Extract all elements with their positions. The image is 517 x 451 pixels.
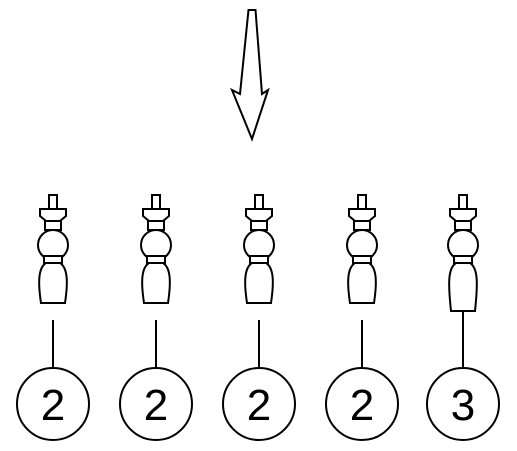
callout-circle bbox=[325, 367, 399, 441]
down-arrow-icon bbox=[230, 9, 270, 142]
turned-leg-icon bbox=[37, 194, 69, 304]
turned-leg-icon bbox=[447, 194, 479, 312]
part-quantity-label: 2 bbox=[41, 381, 65, 430]
callout-circle bbox=[16, 367, 90, 441]
part-quantity-label: 3 bbox=[451, 381, 475, 430]
part-3: 2 bbox=[222, 194, 296, 441]
callout-circle bbox=[426, 367, 500, 441]
part-1: 2 bbox=[16, 194, 90, 441]
turned-leg-icon bbox=[140, 194, 172, 304]
part-quantity-label: 2 bbox=[247, 381, 271, 430]
part-4: 2 bbox=[325, 194, 399, 441]
part-5: 3 bbox=[426, 194, 500, 441]
turned-leg-icon bbox=[243, 194, 275, 304]
callout-circle bbox=[222, 367, 296, 441]
part-quantity-label: 2 bbox=[144, 381, 168, 430]
part-quantity-label: 2 bbox=[350, 381, 374, 430]
callout-circle bbox=[119, 367, 193, 441]
turned-leg-icon bbox=[346, 194, 378, 304]
part-2: 2 bbox=[119, 194, 193, 441]
